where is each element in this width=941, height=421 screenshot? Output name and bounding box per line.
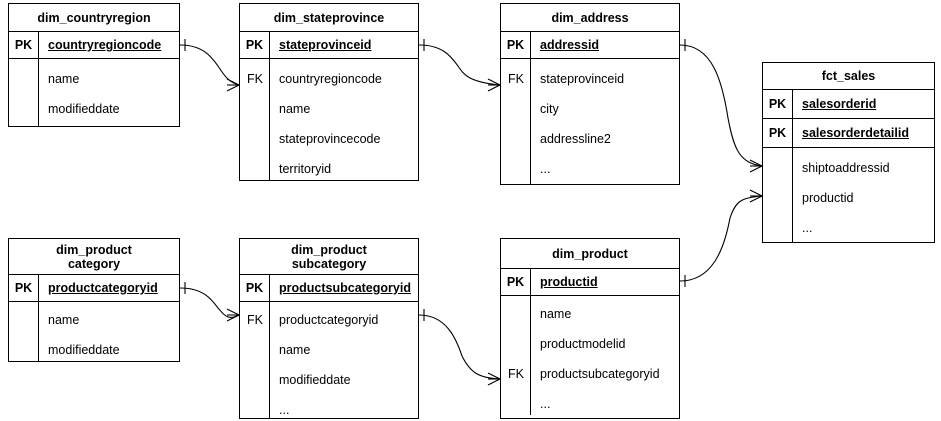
key-column [240, 302, 270, 418]
key-badge-fk: FK [508, 367, 524, 381]
attribute-name: shiptoaddressid [802, 161, 890, 175]
attribute-row-pk[interactable]: PK productcategoryid [9, 275, 179, 302]
key-badge-pk: PK [240, 275, 270, 301]
attribute-row-pk[interactable]: PK productid [501, 269, 679, 296]
attribute-name: stateprovinceid [540, 72, 625, 86]
relationship-productcategory-subcategory [179, 282, 240, 322]
attribute-name: countryregioncode [279, 72, 382, 86]
key-column [9, 59, 39, 126]
relationship-address-sales [679, 39, 763, 173]
entity-title: dim_product [501, 239, 679, 269]
attribute-name: name [48, 72, 80, 86]
entity-title-line: dim_product [291, 242, 367, 257]
entity-dim-address[interactable]: dim_address PK addressid FK stateprovinc… [500, 3, 680, 185]
key-badge-pk: PK [501, 269, 531, 295]
key-badge-pk: PK [763, 119, 793, 147]
entity-title: dim_countryregion [9, 4, 179, 32]
attribute-name: name [540, 307, 572, 321]
attribute-name: salesorderid [802, 97, 877, 111]
attribute-row-pk[interactable]: PK salesorderdetailid [763, 119, 934, 148]
entity-title-line: dim_countryregion [37, 10, 151, 25]
relationship-subcategory-product [418, 309, 501, 386]
entity-title: dim_product subcategory [240, 239, 418, 275]
entity-title-line: fct_sales [821, 69, 876, 83]
attribute-name: name [279, 343, 311, 357]
entity-dim-countryregion[interactable]: dim_countryregion PK countryregioncode n… [8, 3, 180, 127]
key-badge-fk: FK [508, 72, 524, 86]
attribute-body: name productmodelid FK productsubcategor… [501, 296, 679, 415]
attribute-name: city [540, 102, 559, 116]
attribute-name: ... [540, 162, 551, 176]
attribute-name: productmodelid [540, 337, 626, 351]
attribute-name: productsubcategoryid [279, 281, 411, 295]
entity-title-line: subcategory [291, 256, 367, 271]
relationship-countryregion-stateprovince [179, 39, 240, 92]
attribute-body: FK productcategoryid name modifieddate .… [240, 302, 418, 418]
attribute-body: FK countryregioncode name stateprovincec… [240, 59, 418, 180]
entity-dim-stateprovince[interactable]: dim_stateprovince PK stateprovinceid FK … [239, 3, 419, 181]
entity-dim-productsubcategory[interactable]: dim_product subcategory PK productsubcat… [239, 238, 419, 419]
key-column [763, 148, 793, 242]
entity-title: fct_sales [763, 63, 934, 90]
attribute-name: countryregioncode [48, 38, 162, 52]
key-column [501, 59, 531, 184]
attribute-name: modifieddate [48, 102, 120, 116]
key-badge-fk: FK [247, 72, 263, 86]
entity-title-line: category [67, 256, 121, 271]
attribute-name: name [48, 313, 80, 327]
attribute-row-pk[interactable]: PK productsubcategoryid [240, 275, 418, 302]
attribute-name: modifieddate [48, 343, 120, 357]
entity-dim-product[interactable]: dim_product PK productid name productmod… [500, 238, 680, 419]
key-column [240, 59, 270, 180]
attribute-name: productid [802, 191, 854, 205]
attribute-name: modifieddate [279, 373, 351, 387]
attribute-row-pk[interactable]: PK salesorderid [763, 90, 934, 119]
key-column [501, 296, 531, 415]
attribute-name: productsubcategoryid [540, 367, 660, 381]
attribute-body: shiptoaddressid productid ... [763, 148, 934, 242]
key-badge-pk: PK [240, 32, 270, 58]
attribute-name: name [279, 102, 311, 116]
relationship-stateprovince-address [418, 39, 501, 92]
attribute-body: FK stateprovinceid city addressline2 ... [501, 59, 679, 184]
entity-dim-productcategory[interactable]: dim_product category PK productcategoryi… [8, 238, 180, 362]
attribute-name: productcategoryid [48, 281, 158, 295]
entity-title: dim_product category [9, 239, 179, 275]
key-column [9, 302, 39, 361]
attribute-name: ... [279, 403, 290, 417]
key-badge-pk: PK [9, 32, 39, 58]
entity-title: dim_stateprovince [240, 4, 418, 32]
relationship-product-sales [679, 189, 763, 287]
entity-fct-sales[interactable]: fct_sales PK salesorderid PK salesorderd… [762, 62, 935, 243]
attribute-name: addressline2 [540, 132, 611, 146]
key-badge-pk: PK [763, 90, 793, 118]
attribute-name: stateprovincecode [279, 132, 381, 146]
key-badge-fk: FK [247, 313, 263, 327]
attribute-name: productcategoryid [279, 313, 379, 327]
key-badge-pk: PK [9, 275, 39, 301]
key-badge-pk: PK [501, 32, 531, 58]
attribute-body: name modifieddate [9, 59, 179, 126]
entity-title-line: dim_product [552, 246, 628, 261]
entity-title-line: dim_stateprovince [273, 10, 385, 25]
entity-title-line: dim_product [56, 242, 132, 257]
attribute-name: addressid [540, 38, 600, 52]
attribute-name: ... [802, 221, 813, 235]
attribute-row-pk[interactable]: PK addressid [501, 32, 679, 59]
attribute-name: territoryid [279, 162, 332, 176]
attribute-name: salesorderdetailid [802, 126, 909, 140]
attribute-name: productid [540, 275, 598, 289]
attribute-row-pk[interactable]: PK countryregioncode [9, 32, 179, 59]
entity-title: dim_address [501, 4, 679, 32]
attribute-name: stateprovinceid [279, 38, 372, 52]
attribute-row-pk[interactable]: PK stateprovinceid [240, 32, 418, 59]
attribute-body: name modifieddate [9, 302, 179, 361]
attribute-name: ... [540, 397, 551, 411]
entity-title-line: dim_address [551, 10, 629, 25]
